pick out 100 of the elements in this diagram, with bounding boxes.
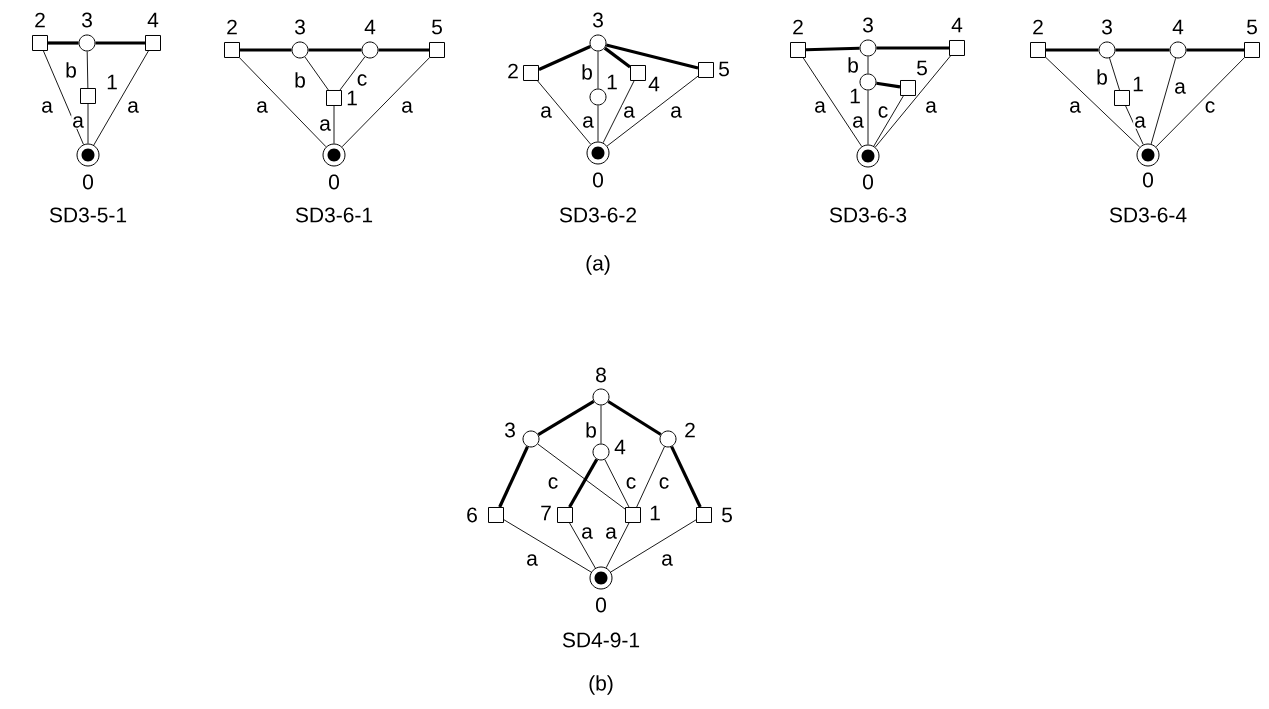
edge-label: a	[1173, 81, 1187, 95]
edge-label: a	[622, 105, 636, 119]
edge	[304, 56, 329, 91]
edge	[874, 55, 951, 148]
edge-label: b	[580, 63, 594, 81]
edge-label: a	[581, 115, 595, 129]
node-number: 4	[147, 12, 159, 28]
edge	[602, 80, 635, 144]
edge	[503, 519, 592, 573]
diagram-caption: SD3-6-2	[559, 207, 637, 223]
edge	[670, 446, 702, 508]
edge-label: a	[255, 100, 269, 114]
edge	[1045, 57, 1141, 148]
edge-label: b	[584, 421, 598, 439]
node-number: 1	[650, 505, 660, 521]
diagram-caption: SD3-6-4	[1109, 207, 1187, 223]
edge-label: a	[1133, 115, 1147, 129]
edge	[876, 81, 901, 89]
edge-label: a	[318, 118, 332, 132]
edge-label: a	[525, 553, 539, 567]
node-number: 7	[541, 505, 551, 521]
edge-label: b	[64, 61, 78, 79]
edge-label: c	[876, 105, 890, 119]
node-number: 0	[83, 174, 93, 190]
edge-label: b	[1095, 68, 1109, 86]
edge	[93, 50, 149, 146]
edge	[1109, 57, 1120, 91]
edge	[1155, 57, 1245, 148]
node-number: 0	[863, 174, 873, 190]
node-number: 2	[227, 19, 237, 35]
edge-label: a	[924, 100, 938, 114]
edge	[538, 45, 591, 71]
edge	[48, 41, 79, 45]
edge-label: a	[1068, 100, 1082, 114]
edge	[1186, 48, 1244, 52]
edge-label: c	[1203, 100, 1217, 114]
node-number: 1	[347, 90, 357, 106]
edge	[597, 51, 599, 89]
edge	[636, 446, 665, 508]
node-number: 0	[596, 597, 606, 613]
edge-label: a	[813, 100, 827, 114]
edge	[378, 48, 429, 52]
edge	[95, 41, 145, 45]
node-number: 4	[648, 76, 660, 92]
edge	[1150, 57, 1177, 145]
edge-label: c	[624, 476, 638, 490]
edge	[308, 48, 362, 52]
edge-label: b	[293, 71, 307, 89]
node-number: 3	[592, 12, 603, 28]
edge	[605, 522, 630, 569]
edge	[1115, 48, 1170, 52]
node-number: 5	[722, 507, 732, 523]
edge	[43, 50, 84, 145]
edge-label: b	[846, 56, 860, 74]
diagram-caption: SD3-5-1	[49, 207, 127, 223]
node-number: 6	[467, 507, 477, 523]
node-number: 2	[508, 63, 518, 79]
edge	[537, 443, 626, 510]
edge	[537, 400, 595, 436]
node-number: 8	[596, 367, 606, 383]
edge	[341, 57, 430, 148]
edge	[1125, 105, 1144, 145]
edge	[537, 80, 592, 145]
node-number: 2	[35, 12, 45, 28]
node-number: 2	[1033, 19, 1043, 35]
node-number: 3	[1101, 19, 1112, 35]
edge	[802, 57, 863, 147]
node-number: 4	[951, 17, 963, 33]
node-number: 4	[1172, 19, 1184, 35]
edge	[610, 519, 697, 573]
node-number: 4	[614, 439, 626, 455]
edge-label: c	[546, 476, 560, 490]
edge	[568, 458, 599, 508]
edge	[606, 75, 699, 147]
edge-label: a	[604, 526, 618, 540]
edge-label: a	[660, 553, 674, 567]
edge	[86, 51, 89, 89]
edge-label: c	[657, 476, 671, 490]
node-number: 3	[81, 12, 92, 28]
node-number: 0	[1143, 172, 1153, 188]
edge	[605, 43, 699, 70]
edge-label: a	[851, 115, 865, 129]
node-number: 3	[862, 17, 873, 33]
diagram-caption: SD3-6-3	[829, 207, 907, 223]
edge-label: a	[40, 100, 54, 114]
node-number: 1	[850, 88, 860, 104]
node-number: 4	[364, 19, 376, 35]
node-number: 0	[593, 172, 603, 188]
edge	[604, 459, 630, 508]
edge	[805, 46, 860, 52]
edge-label: a	[71, 115, 85, 129]
edge	[239, 57, 327, 148]
node-number: 1	[607, 74, 617, 90]
edge	[873, 95, 904, 147]
edge	[1046, 48, 1099, 52]
edge	[87, 103, 89, 144]
panel-label: (b)	[589, 675, 613, 695]
edge-label: c	[355, 73, 369, 87]
node-number: 1	[1133, 76, 1143, 92]
edge-label: a	[580, 526, 594, 540]
